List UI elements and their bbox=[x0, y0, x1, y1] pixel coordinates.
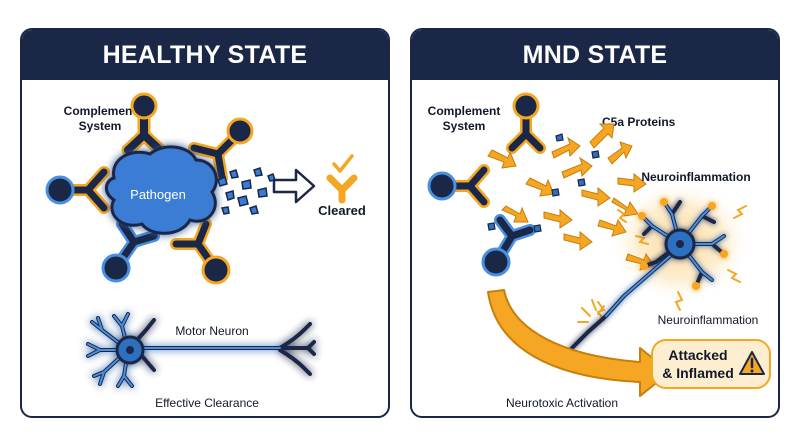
motor-neuron bbox=[86, 312, 316, 388]
complement-label-line2: System bbox=[79, 119, 122, 133]
motor-neuron-label: Motor Neuron bbox=[175, 324, 248, 338]
healthy-state-panel: HEALTHY STATE Complement System bbox=[20, 28, 390, 418]
inflammation-sparks bbox=[596, 205, 747, 321]
cleared-check-icon bbox=[326, 154, 358, 204]
neurotoxic-activation-arrow bbox=[487, 289, 671, 397]
complement-antibody-top bbox=[121, 92, 167, 157]
mnd-complement-antibody-left bbox=[427, 164, 490, 208]
mnd-state-title: MND STATE bbox=[412, 30, 778, 80]
axon-damage-spark-icon bbox=[577, 299, 605, 323]
neuroinflammation-side-label: Neuroinflammation bbox=[658, 313, 759, 327]
healthy-state-illustration: Complement System bbox=[45, 92, 366, 410]
mnd-complement-label-line1: Complement bbox=[428, 104, 501, 118]
cleared-label: Cleared bbox=[318, 203, 366, 218]
warning-icon bbox=[739, 351, 765, 375]
mnd-state-illustration: Complement System C5a Proteins bbox=[427, 92, 771, 410]
complement-label-line1: Complement bbox=[64, 104, 137, 118]
attacked-inflamed-badge: Attacked & Inflamed bbox=[651, 339, 771, 389]
c5a-protein-arrows bbox=[487, 123, 655, 271]
complement-antibody-bottom-right bbox=[170, 218, 231, 285]
c5a-proteins-label: C5a Proteins bbox=[602, 115, 676, 129]
c5a-protein-fragments bbox=[487, 133, 600, 233]
pathogen-label: Pathogen bbox=[130, 187, 186, 202]
complement-antibody-bottom-left bbox=[101, 218, 160, 283]
healthy-state-title: HEALTHY STATE bbox=[22, 30, 388, 80]
complement-antibody-top-right bbox=[188, 117, 254, 184]
clearance-arrow-icon bbox=[272, 168, 316, 204]
attacked-label: Attacked bbox=[668, 347, 727, 363]
pathogen-blob bbox=[105, 145, 218, 235]
mnd-complement-antibody-top bbox=[506, 92, 546, 154]
pathogen-debris bbox=[217, 167, 276, 215]
inflamed-neuron bbox=[568, 198, 728, 352]
mnd-complement-label-line2: System bbox=[443, 119, 486, 133]
inflamed-label: & Inflamed bbox=[662, 365, 734, 381]
complement-antibody-left bbox=[45, 166, 110, 214]
mnd-caption: Neurotoxic Activation bbox=[506, 396, 618, 410]
neuroinflammation-top-label: Neuroinflammation bbox=[641, 170, 750, 184]
healthy-caption: Effective Clearance bbox=[155, 396, 259, 410]
mnd-state-panel: MND STATE Complement System C5a Proteins bbox=[410, 28, 780, 418]
mnd-complement-antibody-bottom bbox=[481, 214, 536, 277]
